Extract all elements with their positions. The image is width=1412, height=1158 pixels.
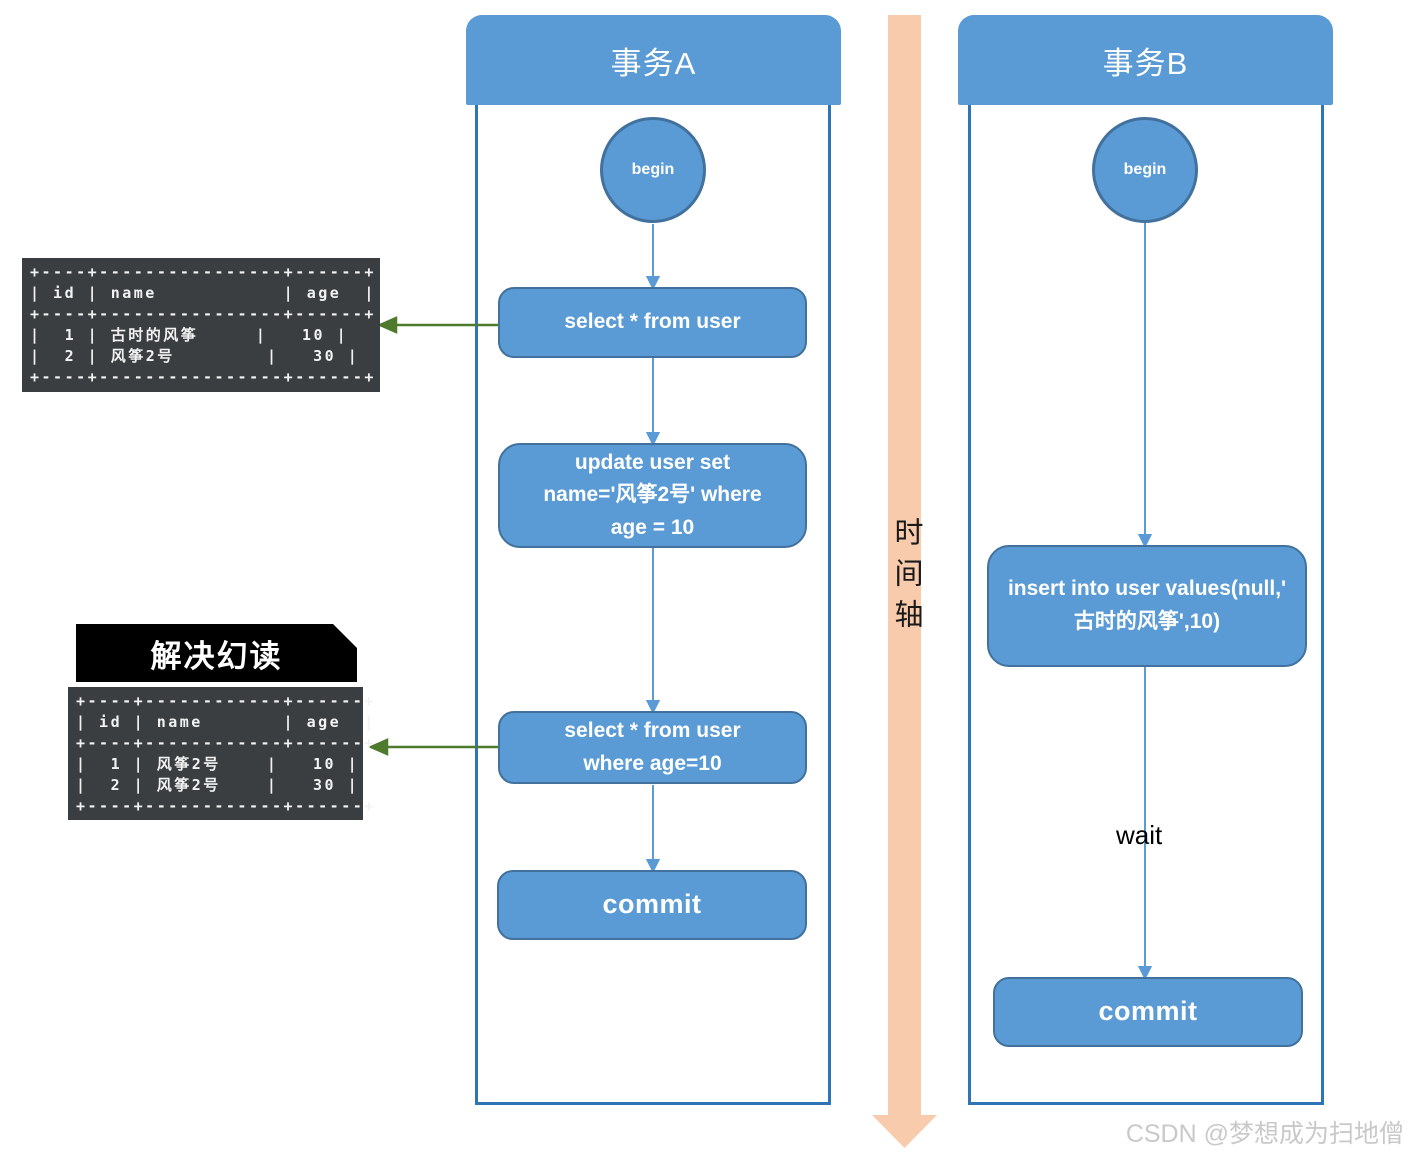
- query-result-table-2: +----+------------+------+ | id | name |…: [68, 687, 373, 820]
- transaction-b-lane: [968, 104, 1324, 1105]
- transaction-b-header: 事务B: [958, 15, 1333, 105]
- node-select-all: select * from user: [498, 287, 807, 358]
- transaction-a-lane: [475, 104, 831, 1105]
- watermark: CSDN @梦想成为扫地僧: [1125, 1120, 1404, 1148]
- transaction-a-header: 事务A: [466, 15, 841, 105]
- transaction-b-title: 事务B: [1102, 45, 1189, 81]
- query-result-table-1-text: +----+----------------+------+ | id | na…: [30, 263, 376, 386]
- node-select-where: select * from user where age=10: [498, 711, 807, 784]
- node-commit-b: commit: [993, 977, 1303, 1047]
- transaction-a-begin-node: begin: [600, 117, 706, 223]
- node-commit-a: commit: [497, 870, 807, 940]
- begin-b-label: begin: [1123, 161, 1167, 178]
- transaction-b-begin-node: begin: [1092, 117, 1198, 223]
- node-insert-user: insert into user values(null,' 古时的风筝',10…: [987, 545, 1307, 667]
- query-result-table-1: +----+----------------+------+ | id | na…: [22, 258, 380, 392]
- query-result-table-2-text: +----+------------+------+ | id | name |…: [76, 691, 376, 815]
- timeline-label: 时间轴: [890, 517, 922, 640]
- transaction-a-title: 事务A: [610, 45, 697, 81]
- node-update-user: update user set name='风筝2号' where age = …: [498, 443, 807, 548]
- solve-phantom-read-label: 解决幻读: [150, 638, 283, 674]
- begin-a-label: begin: [631, 161, 675, 178]
- wait-label: wait: [1116, 820, 1163, 850]
- solve-phantom-read-tag: 解决幻读: [76, 624, 357, 682]
